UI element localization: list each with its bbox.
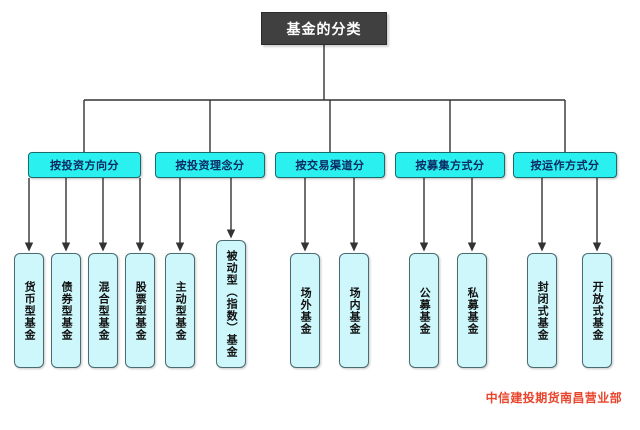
root-node-title: 基金的分类 — [261, 12, 387, 45]
leaf-node-private-fund[interactable]: 私募基金 — [457, 253, 487, 368]
leaf-label: 场外基金 — [299, 286, 313, 335]
leaf-node-active-fund[interactable]: 主动型基金 — [165, 253, 195, 368]
leaf-node-open-end-fund[interactable]: 开放式基金 — [582, 253, 612, 368]
leaf-label: 混合型基金 — [97, 280, 111, 341]
leaf-node-closed-end-fund[interactable]: 封闭式基金 — [527, 253, 557, 368]
category-node-trading-channel[interactable]: 按交易渠道分 — [275, 152, 385, 178]
leaf-label: 公募基金 — [418, 286, 432, 335]
leaf-label: 场内基金 — [348, 286, 362, 335]
leaf-label: 货币型基金 — [23, 280, 37, 341]
leaf-node-passive-index-fund[interactable]: 被动型（指数）基金 — [216, 240, 246, 368]
leaf-label: 开放式基金 — [591, 280, 605, 341]
category-node-investment-philosophy[interactable]: 按投资理念分 — [155, 152, 265, 178]
leaf-node-exchange-traded-fund[interactable]: 场内基金 — [339, 253, 369, 368]
leaf-label: 私募基金 — [466, 286, 480, 335]
category-node-investment-direction[interactable]: 按投资方向分 — [28, 152, 141, 178]
watermark-text: 中信建投期货南昌营业部 — [485, 391, 622, 405]
leaf-label: 封闭式基金 — [536, 280, 550, 341]
leaf-label: 主动型基金 — [174, 280, 188, 341]
leaf-node-money-market-fund[interactable]: 货币型基金 — [14, 253, 44, 368]
category-node-operation-method[interactable]: 按运作方式分 — [513, 152, 617, 178]
category-node-fundraising-method[interactable]: 按募集方式分 — [395, 152, 505, 178]
leaf-node-hybrid-fund[interactable]: 混合型基金 — [88, 253, 118, 368]
leaf-label: 股票型基金 — [134, 280, 148, 341]
leaf-node-otc-fund[interactable]: 场外基金 — [290, 253, 320, 368]
leaf-node-equity-fund[interactable]: 股票型基金 — [125, 253, 155, 368]
leaf-label: 被动型（指数）基金 — [225, 250, 239, 358]
leaf-label: 债券型基金 — [60, 280, 74, 341]
leaf-node-bond-fund[interactable]: 债券型基金 — [51, 253, 81, 368]
leaf-node-public-fund[interactable]: 公募基金 — [409, 253, 439, 368]
